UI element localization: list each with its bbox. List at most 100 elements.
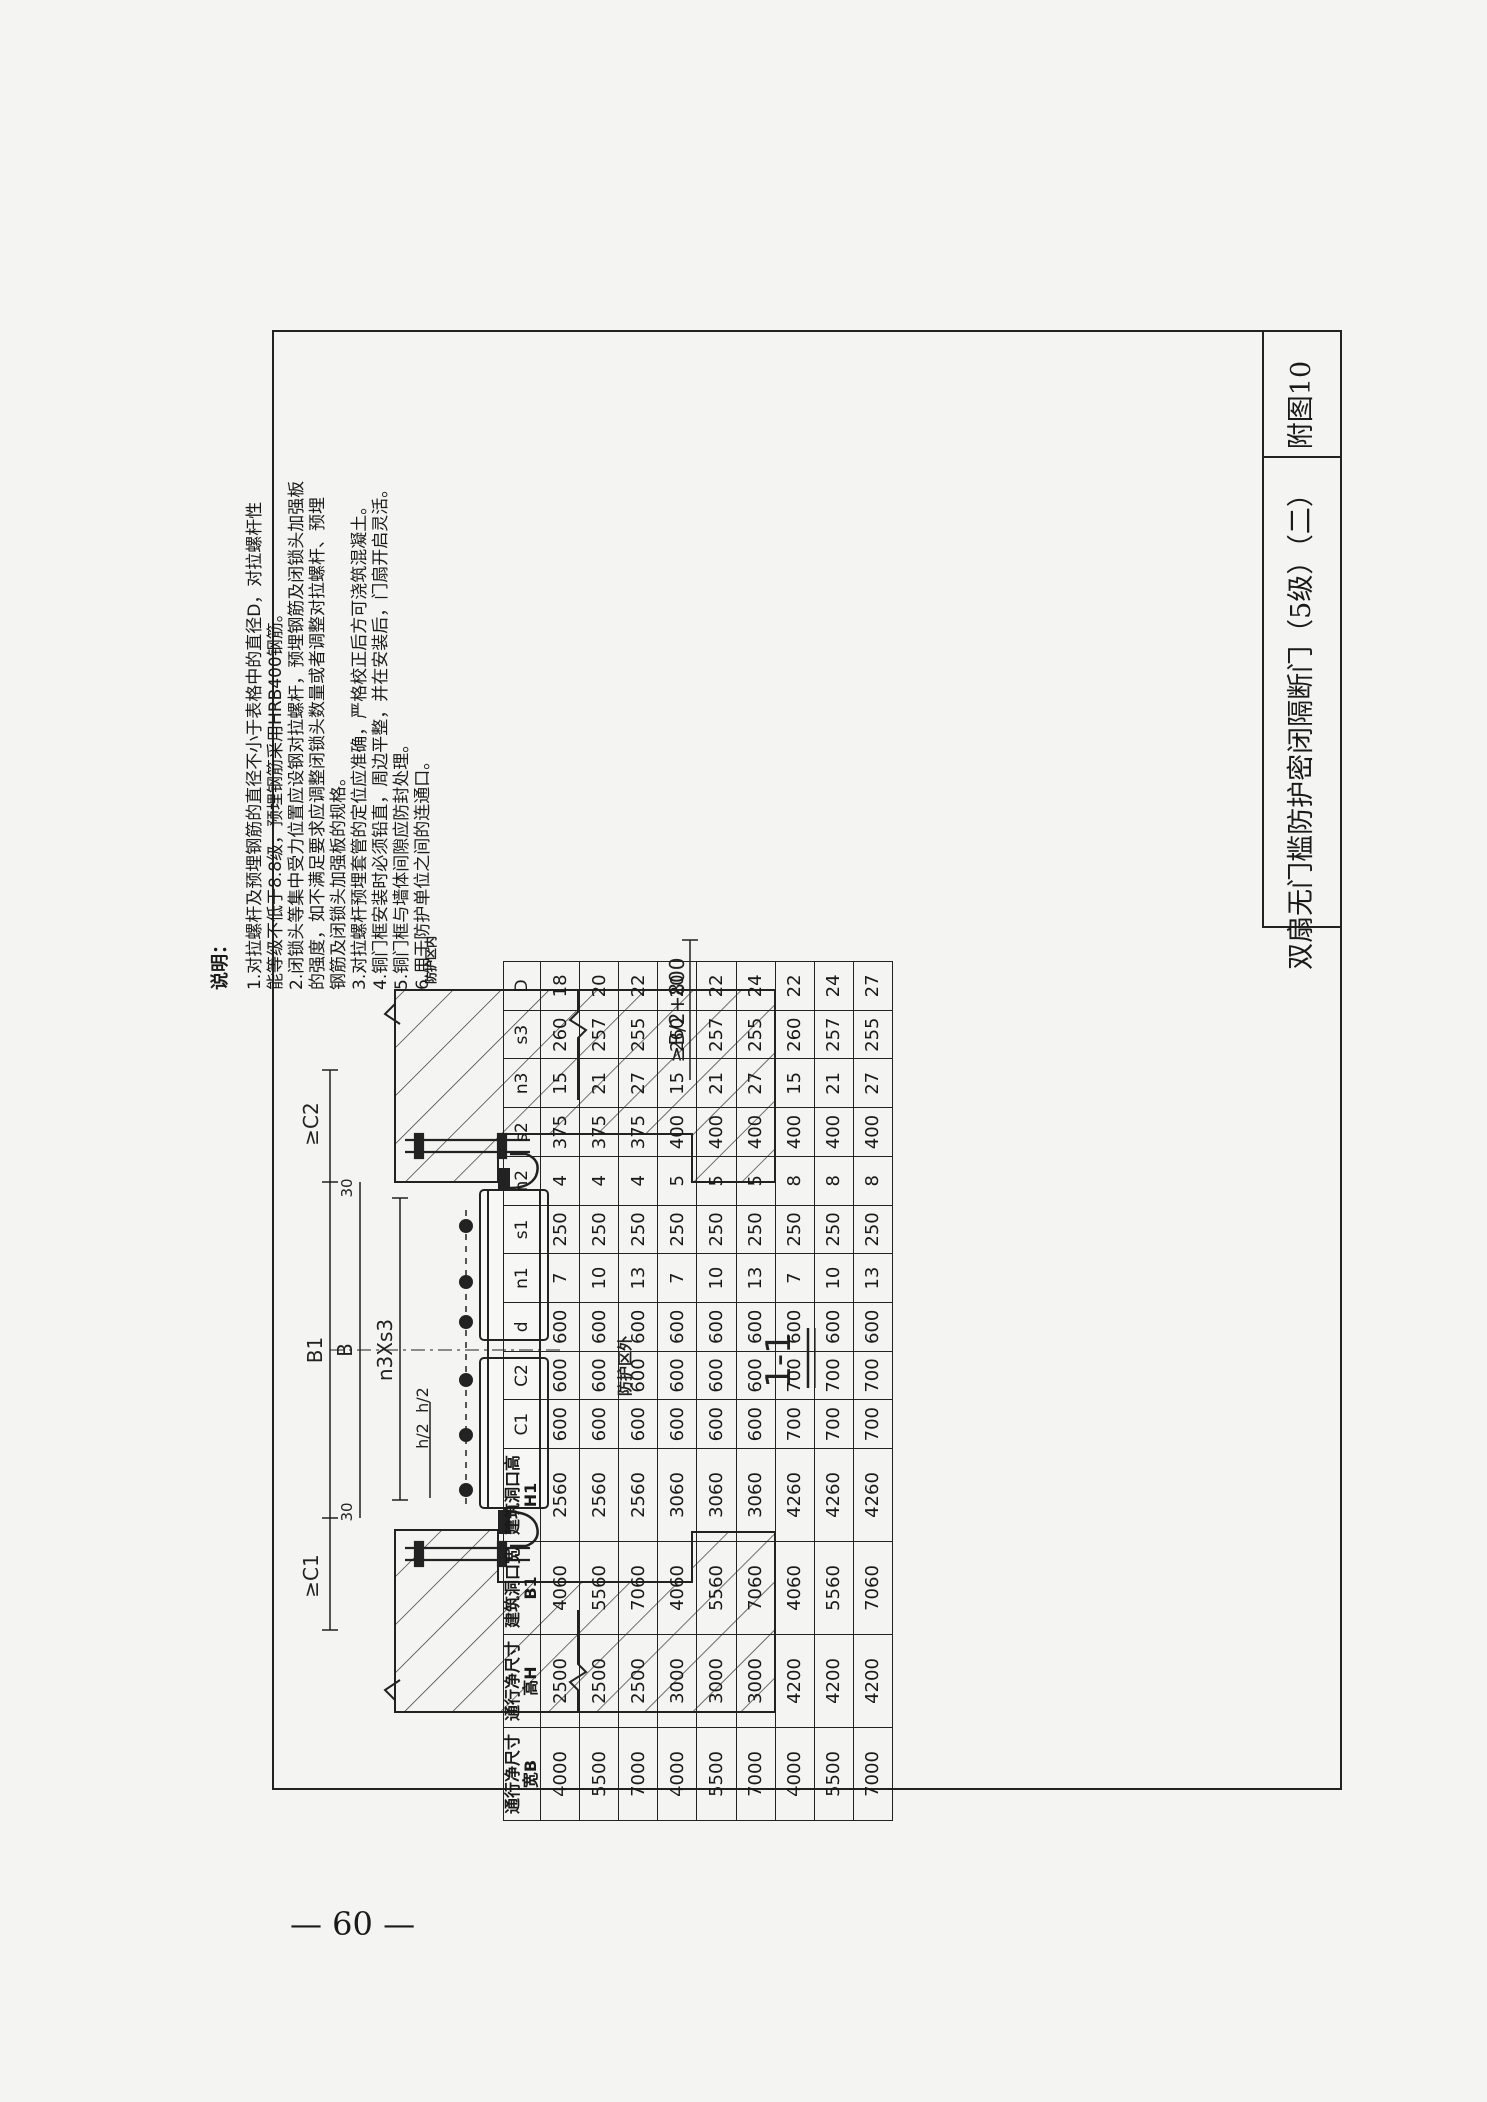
table-header: D <box>503 961 541 1011</box>
notes-heading: 说明： <box>210 936 231 990</box>
table-cell: 13 <box>853 1253 893 1303</box>
table-cell: 700 <box>775 1399 815 1449</box>
table-cell: 7000 <box>736 1727 776 1821</box>
note-line: 的强度，如不满足要求应调整闭锁头数量或者调整对拉螺杆、预埋 <box>308 497 328 990</box>
table-cell: 375 <box>540 1107 580 1157</box>
dim-n3s3: n3Xs3 <box>373 1319 397 1381</box>
table-cell: 260 <box>775 1010 815 1059</box>
table-cell: 21 <box>579 1059 619 1108</box>
table-cell: 250 <box>853 1205 893 1254</box>
table-cell: 5 <box>696 1156 737 1206</box>
frame-left <box>498 1510 510 1534</box>
table-cell: 4000 <box>540 1727 580 1821</box>
table-cell: 375 <box>579 1107 619 1157</box>
table-cell: 250 <box>657 1205 697 1254</box>
table-cell: 260 <box>540 1010 580 1059</box>
table-cell: 5500 <box>814 1727 854 1821</box>
table-cell: 600 <box>696 1399 737 1449</box>
note-line: 2.闭锁头等集中受力位置应设钢对拉螺杆，预埋钢筋及闭锁头加强板 <box>287 480 307 990</box>
table-cell: 8 <box>775 1156 815 1206</box>
table-cell: 400 <box>696 1107 737 1157</box>
note-line: 能等级不低于8.8级，预埋钢筋采用HRB400钢筋。 <box>266 605 286 990</box>
dim-c2: ≥C2 <box>299 1102 323 1145</box>
table-cell: 250 <box>618 1205 658 1254</box>
table-cell: 4 <box>540 1156 580 1206</box>
dim-h2-left: h/2 <box>413 1423 432 1449</box>
table-cell: 3000 <box>657 1634 697 1728</box>
table-cell: 3060 <box>696 1448 737 1542</box>
table-cell: 15 <box>775 1059 815 1108</box>
table-header: 通行净尺寸高H <box>503 1634 541 1728</box>
note-line: 1.对拉螺杆及预埋钢筋的直径不小于表格中的直径D，对拉螺杆性 <box>245 501 265 990</box>
table-cell: 5500 <box>696 1727 737 1821</box>
table-cell: 10 <box>579 1253 619 1303</box>
table-header: C1 <box>503 1399 541 1449</box>
table-cell: 257 <box>579 1010 619 1059</box>
table-header-row: 通行净尺寸宽B 通行净尺寸高H 建筑洞口宽B1 建筑洞口高H1 C1 C2 d … <box>503 961 541 1821</box>
table-cell: 255 <box>618 1010 658 1059</box>
table-cell: 700 <box>775 1351 815 1400</box>
table-cell: 250 <box>579 1205 619 1254</box>
table-cell: 700 <box>853 1351 893 1400</box>
dim-c1: ≥C1 <box>299 1554 323 1597</box>
frame-right <box>498 1168 510 1192</box>
table-cell: 257 <box>814 1010 854 1059</box>
table-cell: 400 <box>853 1107 893 1157</box>
table-cell: 250 <box>814 1205 854 1254</box>
table-header: n1 <box>503 1253 541 1303</box>
table-cell: 600 <box>579 1399 619 1449</box>
table-cell: 4000 <box>657 1727 697 1821</box>
table-cell: 13 <box>736 1253 776 1303</box>
table-cell: 24 <box>736 961 776 1011</box>
drawing-frame <box>272 330 1342 1790</box>
table-header: d <box>503 1302 541 1352</box>
table-cell: 22 <box>696 961 737 1011</box>
anchor-bolts <box>459 1210 473 1506</box>
note-line: 6.用于防护单位之间的连通口。 <box>413 752 433 990</box>
table-cell: 4200 <box>853 1634 893 1728</box>
dim-h2-right: h/2 <box>413 1387 432 1413</box>
note-line: 4.铜门框安装时必须铅直，周边平整，并在安装后，门扇开启灵活。 <box>371 480 391 990</box>
table-cell: 4260 <box>853 1448 893 1542</box>
table-cell: 4 <box>618 1156 658 1206</box>
dim-b1: B1 <box>303 1337 327 1363</box>
table-cell: 4000 <box>775 1727 815 1821</box>
table-cell: 4260 <box>814 1448 854 1542</box>
table-cell: 5 <box>657 1156 697 1206</box>
wall-left <box>394 1529 776 1713</box>
dimension-lines <box>322 939 698 1631</box>
table-cell: 260 <box>657 1010 697 1059</box>
table-cell: 600 <box>775 1302 815 1352</box>
table-cell: 375 <box>618 1107 658 1157</box>
page-number: — 60 — <box>290 1905 416 1943</box>
table-cell: 2500 <box>618 1634 658 1728</box>
table-cell: 600 <box>618 1399 658 1449</box>
table-cell: 250 <box>736 1205 776 1254</box>
table-cell: 255 <box>736 1010 776 1059</box>
table-cell: 7 <box>775 1253 815 1303</box>
dim-30-left: 30 <box>338 1502 356 1521</box>
table-cell: 2500 <box>540 1634 580 1728</box>
table-cell: 7060 <box>736 1541 776 1635</box>
door-leaves <box>479 1189 549 1509</box>
table-cell: 10 <box>696 1253 737 1303</box>
table-header: 建筑洞口高H1 <box>503 1448 541 1542</box>
section-label: 1-1 <box>759 1332 799 1388</box>
table-cell: 18 <box>540 961 580 1011</box>
table-cell: 600 <box>814 1302 854 1352</box>
table-cell: 4060 <box>775 1541 815 1635</box>
table-cell: 15 <box>540 1059 580 1108</box>
table-cell: 7000 <box>618 1727 658 1821</box>
table-cell: 5500 <box>579 1727 619 1821</box>
table-cell: 400 <box>736 1107 776 1157</box>
table-cell: 13 <box>618 1253 658 1303</box>
table-cell: 400 <box>775 1107 815 1157</box>
note-line: 钢筋及闭锁头加强板的规格。 <box>329 769 349 990</box>
table-cell: 10 <box>814 1253 854 1303</box>
table-header: C2 <box>503 1351 541 1400</box>
table-cell: 3060 <box>657 1448 697 1542</box>
table-cell: 600 <box>853 1302 893 1352</box>
